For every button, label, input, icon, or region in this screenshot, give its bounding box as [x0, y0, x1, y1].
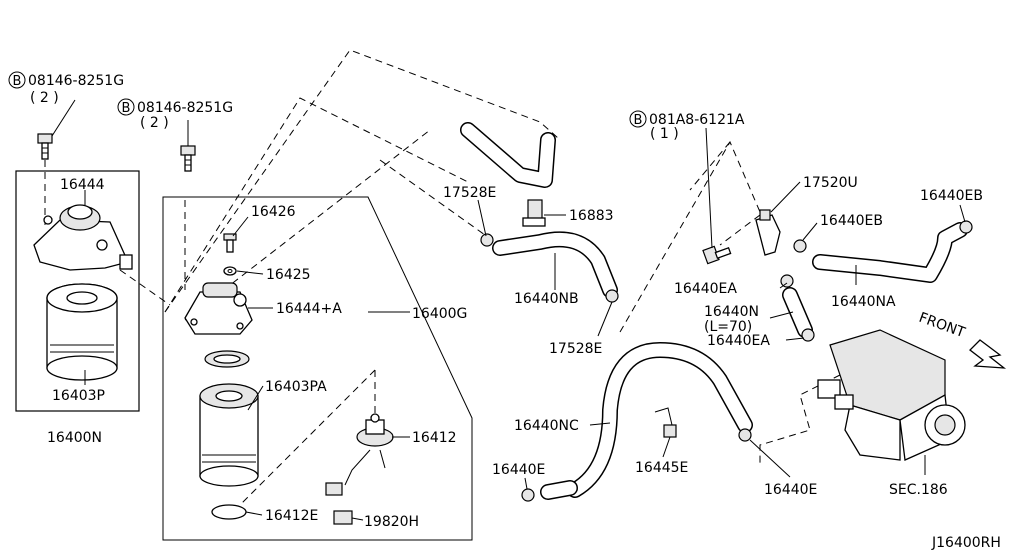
connector-17520U: [755, 209, 781, 256]
injection-pump-sec186: [817, 329, 966, 461]
label-16440N: 16440N: [704, 304, 759, 320]
label-17520U: 17520U: [803, 175, 858, 191]
fuel-filter-16403P: [46, 283, 118, 381]
hose-top: [460, 122, 556, 188]
filter-head-16444A: [184, 282, 253, 335]
bolt-marker-left: B: [8, 71, 26, 89]
hose-16440N: [782, 287, 813, 338]
connector-19820H: [325, 482, 353, 525]
label-16440NC: 16440NC: [514, 418, 579, 434]
screw-16426: [223, 233, 237, 253]
label-16440EB-a: 16440EB: [820, 213, 883, 229]
hose-16440NC: [567, 342, 753, 498]
hose-short-left: [540, 480, 578, 500]
bolt-right: [702, 245, 732, 265]
svg-text:B: B: [634, 113, 643, 128]
label-bolt-middle-code: 08146-8251G: [137, 100, 233, 116]
label-16425: 16425: [266, 267, 311, 283]
bolt-marker-middle: B: [117, 98, 135, 116]
filter-head-16444: [33, 204, 133, 271]
label-16440EB-b: 16440EB: [920, 188, 983, 204]
assembly-box-16400G: [162, 196, 473, 541]
label-bolt-left-qty: ( 2 ): [30, 90, 59, 106]
label-16412E: 16412E: [265, 508, 318, 524]
label-front: FRONT: [917, 310, 968, 342]
label-16444A: 16444+A: [276, 301, 342, 317]
label-19820H: 19820H: [364, 514, 419, 530]
label-16400N: 16400N: [47, 430, 102, 446]
diagram-id: J16400RH: [931, 535, 1001, 551]
label-16440N-length: (L=70): [704, 319, 752, 335]
label-bolt-right-qty: ( 1 ): [650, 126, 679, 142]
label-16440EA-b: 16440EA: [707, 333, 770, 349]
hose-16440NB: [492, 231, 618, 298]
bolt-middle: [180, 145, 196, 172]
washer-16425: [223, 266, 237, 276]
label-16412: 16412: [412, 430, 457, 446]
label-17528E-top: 17528E: [443, 185, 496, 201]
label-16440EA-a: 16440EA: [674, 281, 737, 297]
clips: [480, 220, 973, 502]
label-16444: 16444: [60, 177, 105, 193]
label-bolt-right-code: 081A8-6121A: [649, 112, 745, 128]
label-16400G: 16400G: [412, 306, 467, 322]
gasket-16412E: [211, 504, 247, 520]
svg-text:B: B: [13, 74, 22, 89]
svg-text:B: B: [122, 101, 131, 116]
leader-lines: [51, 99, 966, 521]
label-bolt-left-code: 08146-8251G: [28, 73, 124, 89]
label-16440E-left: 16440E: [492, 462, 545, 478]
seal-ring: [204, 350, 250, 368]
bracket-16883: [522, 199, 546, 227]
label-16445E: 16445E: [635, 460, 688, 476]
label-bolt-middle-qty: ( 2 ): [140, 115, 169, 131]
label-16426: 16426: [251, 204, 296, 220]
label-16440NB: 16440NB: [514, 291, 579, 307]
label-16403P: 16403P: [52, 388, 105, 404]
sensor-16412: [344, 413, 394, 486]
bolt-left: [37, 133, 53, 160]
hose-16440NA: [812, 222, 968, 283]
label-sec186: SEC.186: [889, 482, 948, 498]
label-16440E-right: 16440E: [764, 482, 817, 498]
label-16440NA: 16440NA: [831, 294, 896, 310]
label-16403PA: 16403PA: [265, 379, 327, 395]
fuel-filter-16403PA: [199, 383, 259, 487]
assembly-box-16400N: [15, 170, 140, 412]
label-16883: 16883: [569, 208, 614, 224]
bolt-marker-right: B: [629, 110, 647, 128]
label-17528E-bottom: 17528E: [549, 341, 602, 357]
front-arrow-icon: [969, 339, 1007, 369]
